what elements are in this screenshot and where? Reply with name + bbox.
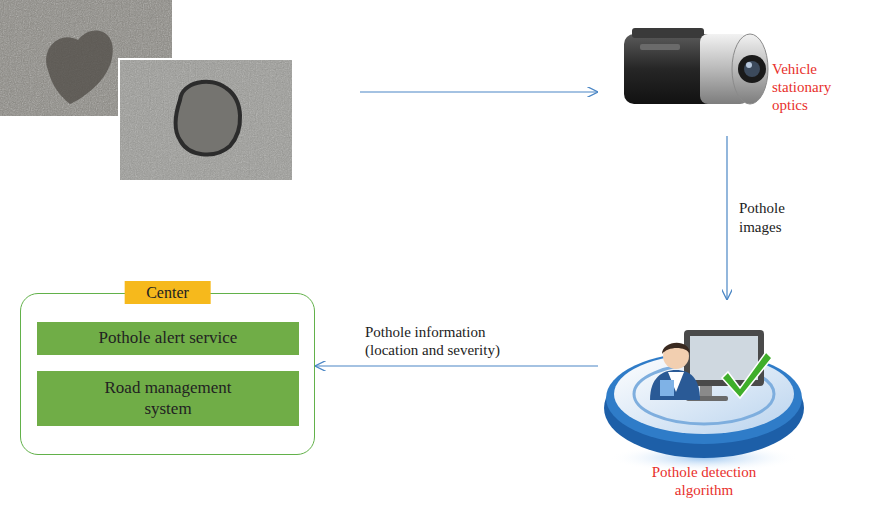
box-label: Road management system [88,378,248,419]
dashcam-picture [624,28,768,104]
pothole-photo [118,58,292,180]
node-label: Pothole detection algorithm [634,463,774,499]
group-heading: Center [124,281,211,304]
algorithm-picture [604,330,804,472]
box-label: Pothole alert service [99,328,238,348]
service-box: Pothole alert service [37,322,299,355]
flow-arrow [315,365,598,366]
flow-arrow [360,91,598,92]
flow-arrow [726,136,727,300]
service-box: Road management system [37,371,299,426]
camera-node: Vehicle stationary optics [612,14,852,136]
node-label: Vehicle stationary optics [772,60,852,114]
edge-label: Pothole information (location and severi… [365,323,540,361]
edge-label: Pothole images [739,199,809,237]
algorithm-node: Pothole detection algorithm [598,300,810,512]
center-group: CenterPothole alert serviceRoad manageme… [20,293,315,455]
